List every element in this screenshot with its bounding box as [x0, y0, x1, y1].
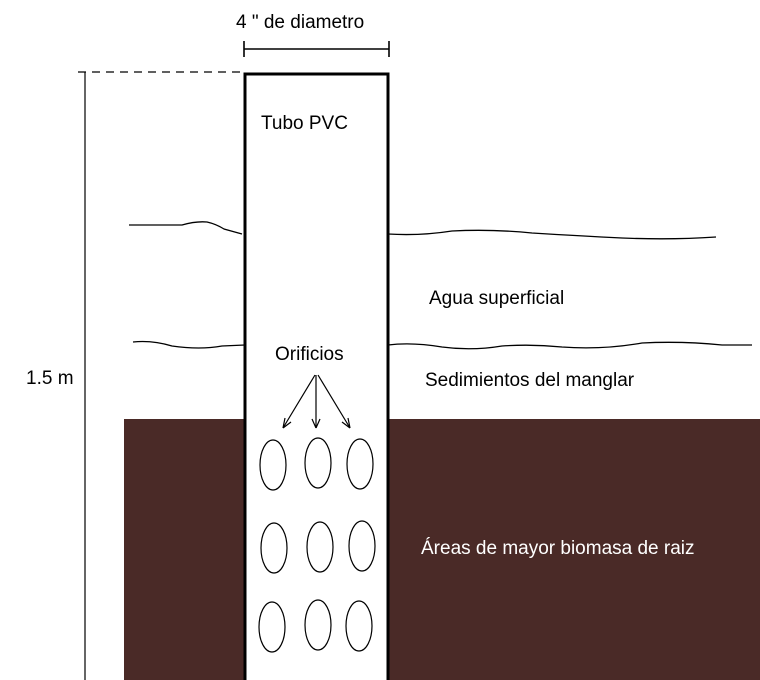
water-surface-line	[129, 221, 717, 240]
hole	[346, 438, 374, 490]
holes-label: Orificios	[275, 344, 344, 365]
surface-water-label: Agua superficial	[429, 288, 565, 309]
hole	[259, 439, 287, 491]
tube-label: Tubo PVC	[261, 113, 348, 134]
perforation-holes	[258, 437, 376, 653]
sediments-label: Sedimientos del manglar	[425, 370, 635, 391]
diameter-label: 4 " de diametro	[236, 12, 365, 33]
arrow-left	[282, 374, 316, 429]
root-biomass-zone	[124, 419, 760, 680]
root-biomass-label: Áreas de mayor biomasa de raiz	[421, 538, 695, 559]
hole	[345, 600, 373, 652]
hole	[260, 522, 288, 574]
hole	[304, 599, 332, 651]
sediment-surface-line	[132, 340, 752, 350]
holes-pointer-arrows	[282, 374, 351, 429]
diameter-dimension	[243, 41, 390, 57]
height-label: 1.5 m	[26, 368, 74, 389]
hole	[306, 521, 334, 573]
arrow-right	[317, 374, 351, 429]
hole	[348, 520, 376, 572]
hole	[258, 601, 286, 653]
hole	[304, 437, 332, 489]
